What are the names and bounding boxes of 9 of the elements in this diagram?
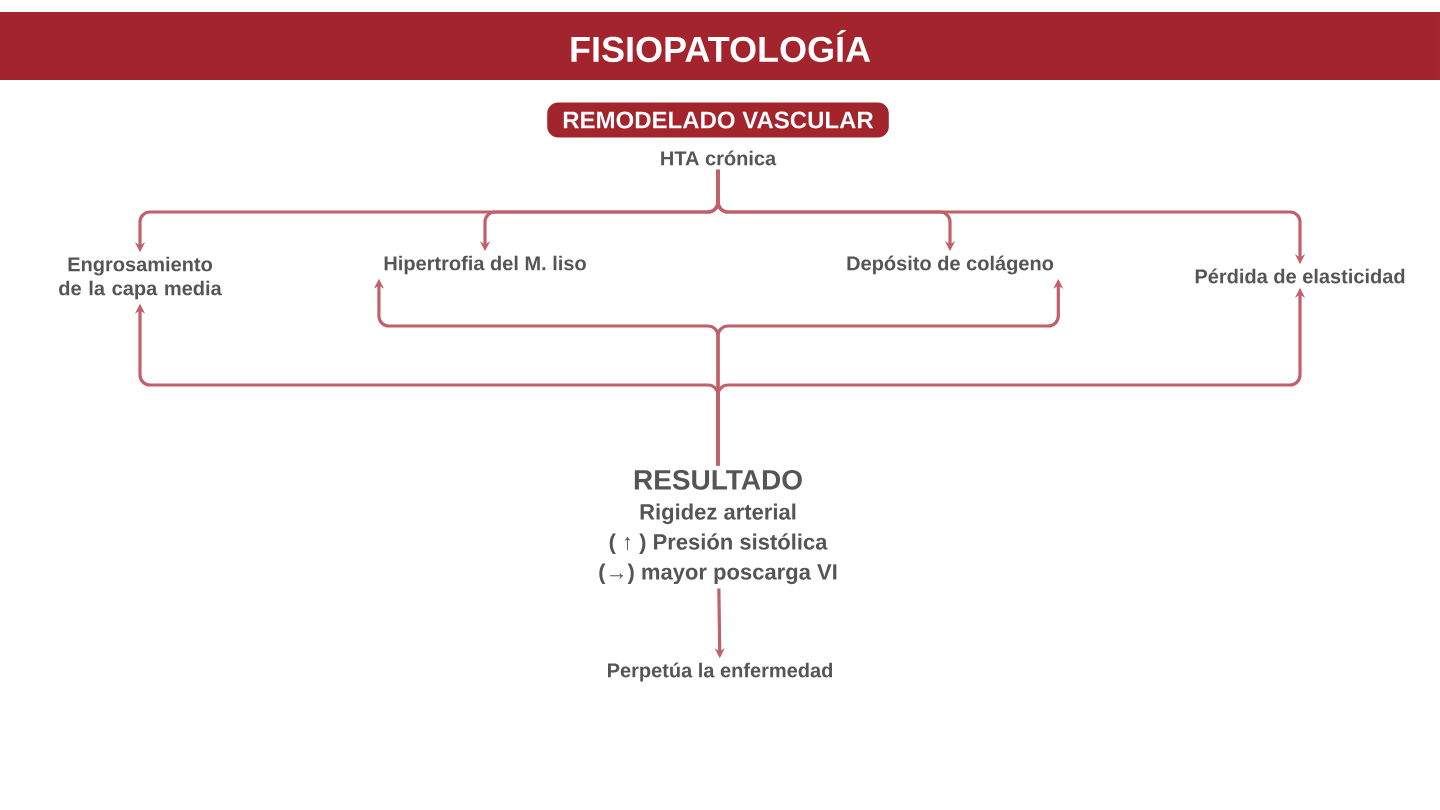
title-banner: FISIOPATOLOGÍA: [0, 12, 1440, 80]
result-text: RESULTADO Rigidez arterial ( ↑ ) Presión sistólica (→) mayor poscarga VI: [599, 469, 837, 585]
node-text: Perpetúa la enfermedad: [608, 662, 833, 682]
node-text: HTA crónica: [661, 150, 777, 166]
node-text: Pérdida de elasticidad: [1195, 268, 1405, 284]
node-text: Hipertrofia del M. liso: [384, 255, 586, 275]
node-text: Engrosamiento de la capa media: [59, 256, 222, 300]
heading-box: REMODELADO VASCULAR: [547, 102, 889, 138]
node-text: Depósito de colágeno: [847, 255, 1054, 275]
